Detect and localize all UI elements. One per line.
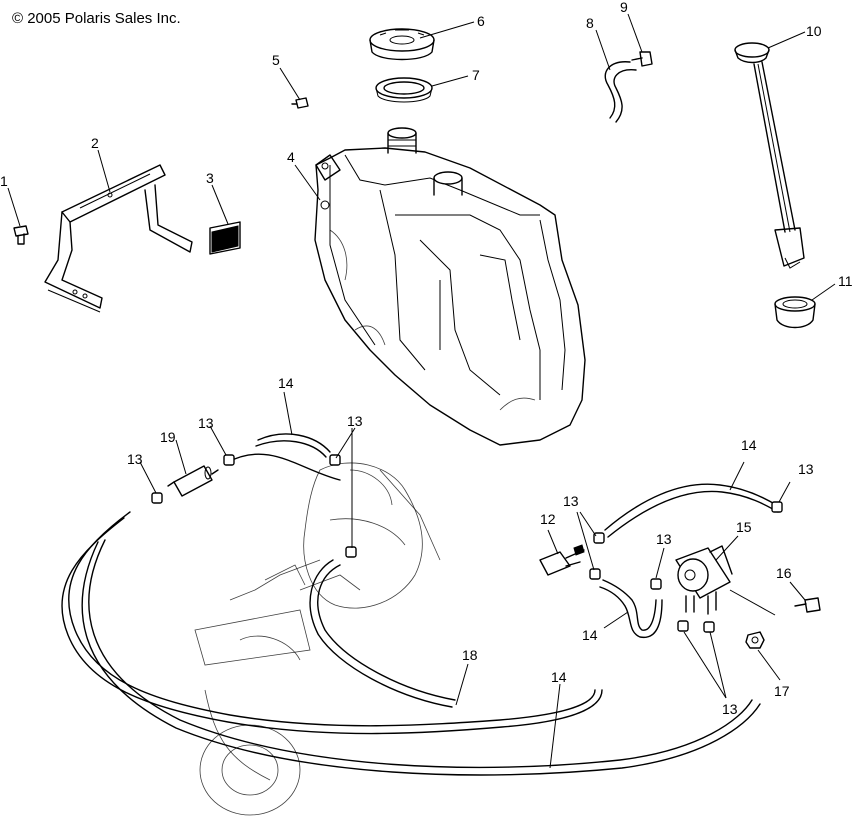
vent-hose <box>604 61 637 123</box>
fuel-tank <box>314 127 586 446</box>
tank-bracket <box>44 164 193 313</box>
callout-10: 10 <box>806 23 822 39</box>
fuel-line-18 <box>61 511 603 735</box>
callout-12: 12 <box>540 511 556 527</box>
callout-13-c: 13 <box>347 413 363 429</box>
callout-13-a: 13 <box>127 451 143 467</box>
callout-1: 1 <box>0 173 8 189</box>
warning-decal <box>209 221 241 255</box>
fuel-pump <box>675 545 776 616</box>
nut-17 <box>745 631 765 649</box>
fuel-line-14-upper <box>227 433 341 481</box>
callout-8: 8 <box>586 15 594 31</box>
bolt-16 <box>794 597 821 613</box>
callout-2: 2 <box>91 135 99 151</box>
fuel-level-sender <box>734 42 805 269</box>
hose-clamps <box>151 454 783 633</box>
callout-18: 18 <box>462 647 478 663</box>
engine-and-frame-outline <box>194 462 441 816</box>
copyright-notice: © 2005 Polaris Sales Inc. <box>12 10 181 27</box>
callout-3: 3 <box>206 170 214 186</box>
sender-grommet <box>774 296 816 329</box>
fuel-shutoff-valve <box>539 544 585 576</box>
callout-13-f: 13 <box>798 461 814 477</box>
leader-lines <box>7 13 836 769</box>
fuel-line-14-short <box>599 579 663 638</box>
callout-13-d: 13 <box>563 493 579 509</box>
callout-13-b: 13 <box>198 415 214 431</box>
callout-17: 17 <box>774 683 790 699</box>
callout-14-d: 14 <box>551 669 567 685</box>
callout-13-g: 13 <box>722 701 738 717</box>
callout-14-c: 14 <box>582 627 598 643</box>
bolt-5 <box>291 97 309 109</box>
callout-19: 19 <box>160 429 176 445</box>
fuel-line-14-bottom <box>81 539 761 776</box>
callout-5: 5 <box>272 52 280 68</box>
vent-fitting <box>631 51 653 67</box>
cap-gasket <box>375 77 433 103</box>
callout-16: 16 <box>776 565 792 581</box>
callout-6: 6 <box>477 13 485 29</box>
callout-labels: 1 2 3 4 5 6 7 8 9 10 11 12 13 13 13 13 1… <box>0 0 853 717</box>
callout-9: 9 <box>620 0 628 15</box>
callout-15: 15 <box>736 519 752 535</box>
callout-13-e: 13 <box>656 531 672 547</box>
callout-14-a: 14 <box>278 375 294 391</box>
callout-14-b: 14 <box>741 437 757 453</box>
callout-4: 4 <box>287 149 295 165</box>
fuel-line-14-right <box>604 483 779 538</box>
bolt-1 <box>13 225 29 245</box>
callout-11: 11 <box>838 273 853 289</box>
fuel-filter <box>167 465 219 497</box>
callout-7: 7 <box>472 67 480 83</box>
fuel-cap <box>369 28 435 61</box>
